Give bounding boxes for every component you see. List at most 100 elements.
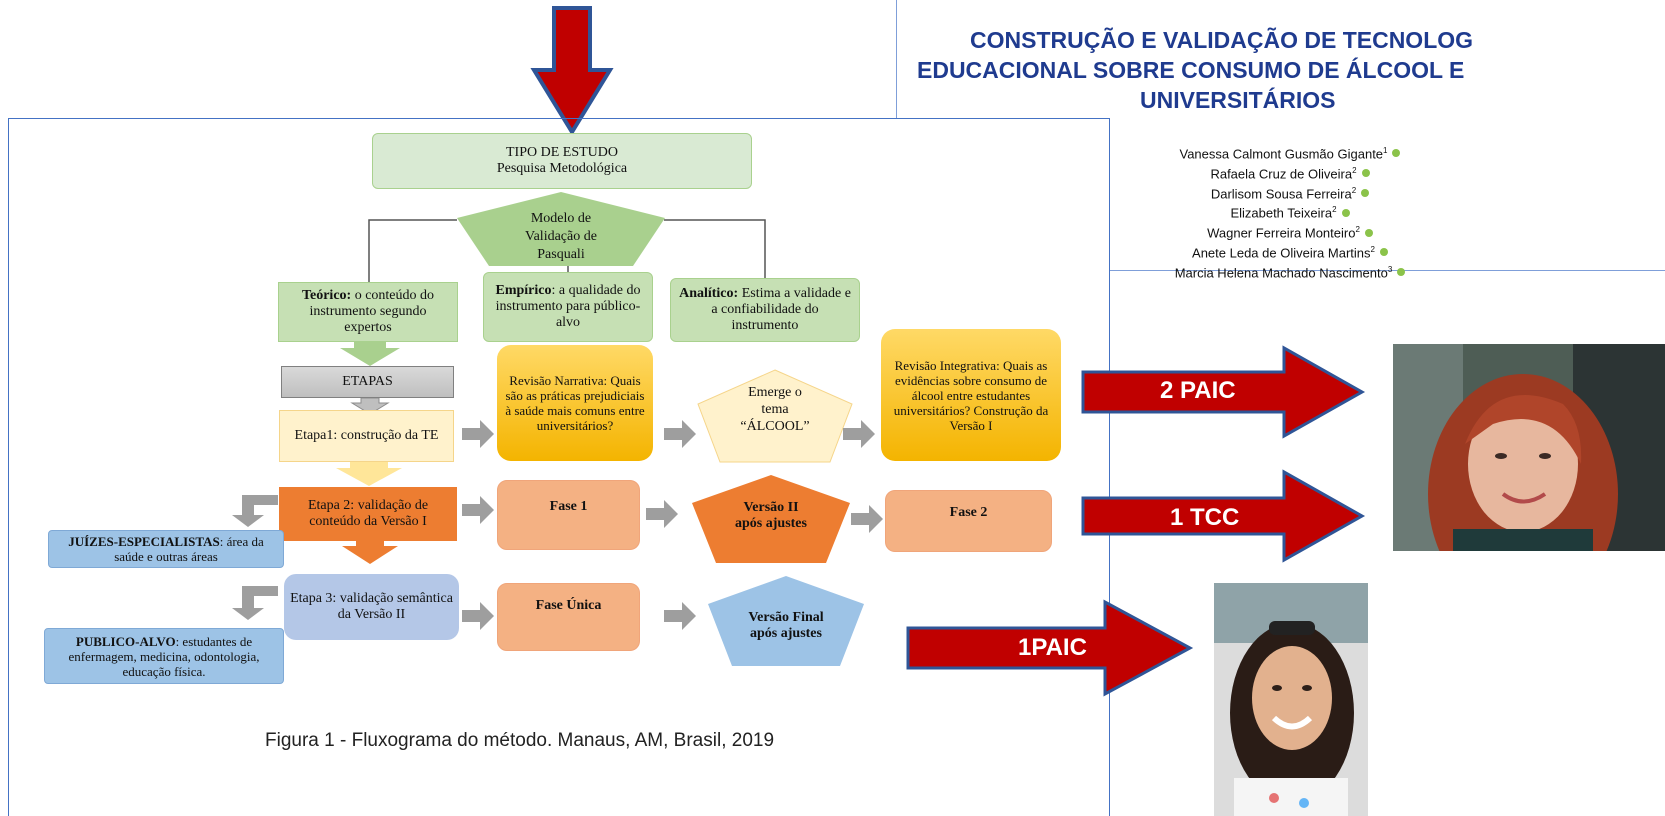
paper-title: CONSTRUÇÃO E VALIDAÇÃO DE TECNOLOG EDUCA… [905,25,1665,115]
portrait-illustration [1214,583,1368,816]
teorico-desc: o conteúdo do instrumento segundo expert… [309,288,435,335]
emerge-pentagon [697,369,853,463]
empirico-box: Empírico: a qualidade do instrumento par… [483,272,653,342]
annotation-arrow-paic-2 [1081,345,1366,439]
annotation-label-paic-2: 2 PAIC [1160,377,1236,404]
author-name: Marcia Helena Machado Nascimento [1174,265,1388,281]
publico-alvo-bold: PUBLICO-ALVO [75,633,176,649]
versao-final-pentagon [708,576,864,666]
orcid-icon[interactable] [1379,248,1388,257]
etapas-box: ETAPAS [281,366,454,398]
emerge-line-1: Emerge o [748,385,802,400]
emerge-line-2: tema [761,402,789,417]
versao2-line-2: após ajustes [735,516,807,531]
annotation-arrow-tcc [1081,469,1366,563]
gray-right-arrow [664,602,696,630]
annotation-label-paic-1: 1PAIC [1018,634,1087,661]
etapa3-label: Etapa 3: validação semântica da Versão I… [290,591,453,622]
modelo-pentagon [457,192,665,266]
analitico-text: Analítico: Estima a validade e a confiab… [677,286,853,334]
bent-arrow-publico [232,586,278,620]
author-name: Wagner Ferreira Monteiro [1207,225,1356,241]
publico-alvo-box: PUBLICO-ALVO: estudantes de enfermagem, … [44,628,284,684]
orcid-icon[interactable] [1361,188,1370,197]
analitico-box: Analítico: Estima a validade e a confiab… [670,278,860,342]
versao-final-label: Versão Final após ajustes [736,610,836,642]
fase-unica-label: Fase Única [535,598,602,613]
author-6: Anete Leda de Oliveira Martins2 [1120,242,1460,262]
orcid-icon[interactable] [1361,169,1370,178]
tipo-estudo-box: TIPO DE ESTUDO Pesquisa Metodológica [372,133,752,189]
modelo-label: Modelo de Validação de Pasquali [495,210,627,264]
etapa2-box: Etapa 2: validação de conteúdo da Versão… [279,487,457,541]
author-name: Rafaela Cruz de Oliveira [1210,166,1353,182]
annotation-label-tcc: 1 TCC [1170,504,1240,531]
orcid-icon[interactable] [1392,149,1401,158]
revisao-narrativa-text: Revisão Narrativa: Quais são as práticas… [505,373,645,433]
tipo-estudo-subtitle: Pesquisa Metodológica [496,161,628,176]
author-affiliation: 2 [1355,225,1360,235]
orcid-icon[interactable] [1341,208,1350,217]
portrait-illustration [1393,344,1665,551]
gray-right-arrow [843,420,875,448]
versao2-line-1: Versão II [743,500,799,515]
author-name: Anete Leda de Oliveira Martins [1192,245,1371,261]
emerge-label: Emerge o tema “ÁLCOOL” [716,384,834,435]
fase2-box: Fase 2 [885,490,1052,552]
juizes-bold: JUÍZES-ESPECIALISTAS [68,534,220,549]
author-4: Elizabeth Teixeira2 [1120,202,1460,222]
figure-caption: Figura 1 - Fluxograma do método. Manaus,… [265,730,775,751]
versao2-pentagon [692,475,850,563]
teorico-box: Teórico: o conteúdo do instrumento segun… [278,282,458,342]
author-5: Wagner Ferreira Monteiro2 [1120,222,1460,242]
author-affiliation: 3 [1387,264,1393,274]
publico-alvo-desc: : estudantes de enfermagem, medicina, od… [68,633,260,679]
etapa1-box: Etapa1: construção da TE [279,410,454,462]
juizes-text: JUÍZES-ESPECIALISTAS: área da saúde e ou… [55,534,277,564]
author-affiliation: 2 [1352,165,1357,175]
teorico-bold: Teórico: [301,288,352,303]
tipo-estudo-title: TIPO DE ESTUDO [506,145,618,160]
author-affiliation: 2 [1370,245,1375,255]
author-affiliation: 2 [1351,185,1357,195]
student-photo-2 [1214,583,1368,816]
revisao-integrativa-box: Revisão Integrativa: Quais as evidências… [881,329,1061,461]
green-down-arrow [340,342,400,366]
author-name: Darlisom Sousa Ferreira [1210,185,1352,201]
emerge-line-3: “ÁLCOOL” [740,419,810,434]
yellow-down-arrow [336,462,402,486]
author-affiliation: 2 [1332,205,1337,215]
analitico-bold: Analítico: [679,286,739,301]
teorico-text: Teórico: o conteúdo do instrumento segun… [285,288,451,336]
juizes-desc: : área da saúde e outras áreas [114,534,264,564]
gray-down-arrow-1 [350,398,390,415]
empirico-text: Empírico: a qualidade do instrumento par… [490,283,646,331]
author-7: Marcia Helena Machado Nascimento3 [1120,262,1460,282]
author-affiliation: 1 [1383,146,1388,155]
student-photo-1 [1393,344,1665,551]
modelo-line-3: Pasquali [537,247,585,262]
etapas-label: ETAPAS [342,374,393,389]
gray-right-arrow [851,505,883,533]
modelo-line-2: Validação de [525,229,597,244]
flowchart-frame [8,118,1110,816]
gray-right-arrow [462,420,494,448]
author-1: Vanessa Calmont Gusmão Gigante1 [1120,143,1460,163]
annotation-arrow-paic-1 [906,599,1194,697]
revisao-narrativa-box: Revisão Narrativa: Quais são as práticas… [497,345,653,461]
versao-final-line-2: após ajustes [750,626,822,641]
etapa3-box: Etapa 3: validação semântica da Versão I… [284,574,459,640]
orcid-icon[interactable] [1397,268,1406,277]
author-list: Vanessa Calmont Gusmão Gigante1 Rafaela … [1120,143,1460,282]
empirico-desc: : a qualidade do instrumento para públic… [495,283,641,330]
orcid-icon[interactable] [1364,228,1373,237]
analitico-desc: Estima a validade e a confiabilidade do … [711,286,851,333]
paper-divider-horizontal [1110,270,1665,271]
author-name: Vanessa Calmont Gusmão Gigante [1179,146,1384,162]
modelo-line-1: Modelo de [530,211,592,226]
paper-title-line-1: CONSTRUÇÃO E VALIDAÇÃO DE TECNOLOG [970,27,1474,53]
gray-right-arrow [462,602,494,630]
etapa2-label: Etapa 2: validação de conteúdo da Versão… [307,498,429,529]
fase1-box: Fase 1 [497,480,640,550]
fase1-label: Fase 1 [549,499,588,514]
